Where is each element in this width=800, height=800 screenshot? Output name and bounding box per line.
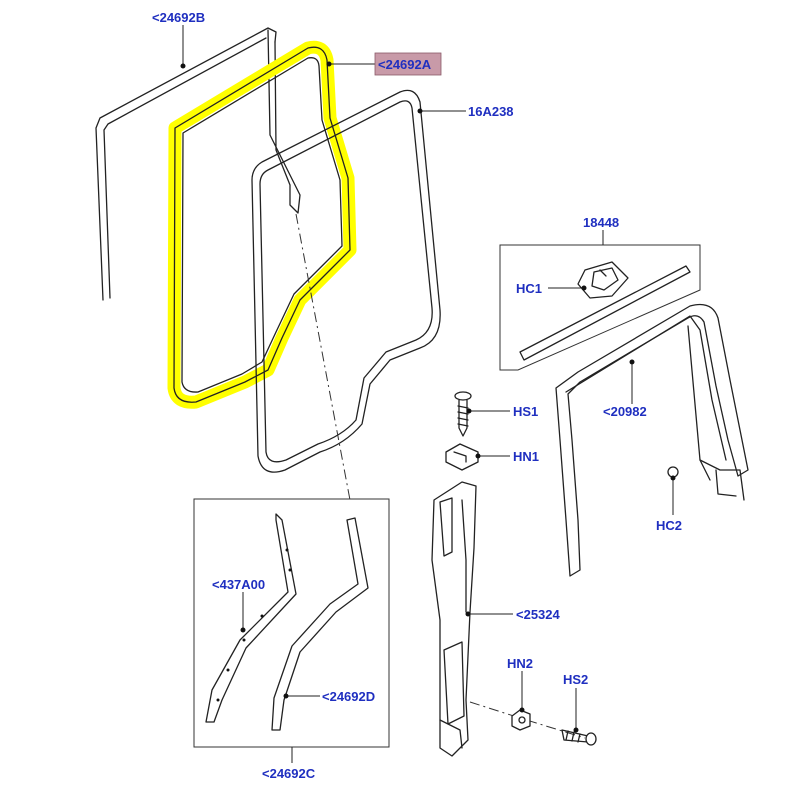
label-HS1[interactable]: HS1: [513, 404, 538, 419]
alignment-line: [295, 213, 351, 501]
part-HS1[interactable]: [454, 391, 472, 437]
label-24692D[interactable]: <24692D: [322, 689, 375, 704]
label-HN1[interactable]: HN1: [513, 449, 539, 464]
label-18448[interactable]: 18448: [583, 215, 619, 230]
part-25324[interactable]: [431, 481, 477, 757]
label-20982[interactable]: <20982: [603, 404, 647, 419]
label-HS2[interactable]: HS2: [563, 672, 588, 687]
label-HC1[interactable]: HC1: [516, 281, 542, 296]
part-HS2[interactable]: [561, 729, 597, 746]
part-20982[interactable]: [555, 303, 749, 577]
label-25324[interactable]: <25324: [516, 607, 561, 622]
part-HN2[interactable]: [511, 709, 531, 731]
part-24692D[interactable]: [271, 517, 369, 731]
label-HN2[interactable]: HN2: [507, 656, 533, 671]
label-24692B[interactable]: <24692B: [152, 10, 205, 25]
part-24692B[interactable]: [95, 27, 301, 301]
part-16A238[interactable]: [251, 89, 441, 473]
label-437A00[interactable]: <437A00: [212, 577, 265, 592]
label-16A238[interactable]: 16A238: [468, 104, 514, 119]
highlight-outline: [167, 40, 357, 409]
label-24692A[interactable]: <24692A: [378, 57, 432, 72]
box-24692C: [193, 498, 390, 748]
part-18448[interactable]: [519, 265, 691, 361]
part-24692A[interactable]: [167, 40, 357, 409]
part-HN1[interactable]: [445, 443, 479, 471]
label-HC2[interactable]: HC2: [656, 518, 682, 533]
part-437A00[interactable]: [205, 513, 297, 723]
leaders: [180, 25, 676, 763]
label-24692C[interactable]: <24692C: [262, 766, 316, 781]
part-HC1[interactable]: [577, 261, 629, 299]
selected-label-bg: [374, 52, 442, 76]
box-18448: [499, 244, 701, 371]
